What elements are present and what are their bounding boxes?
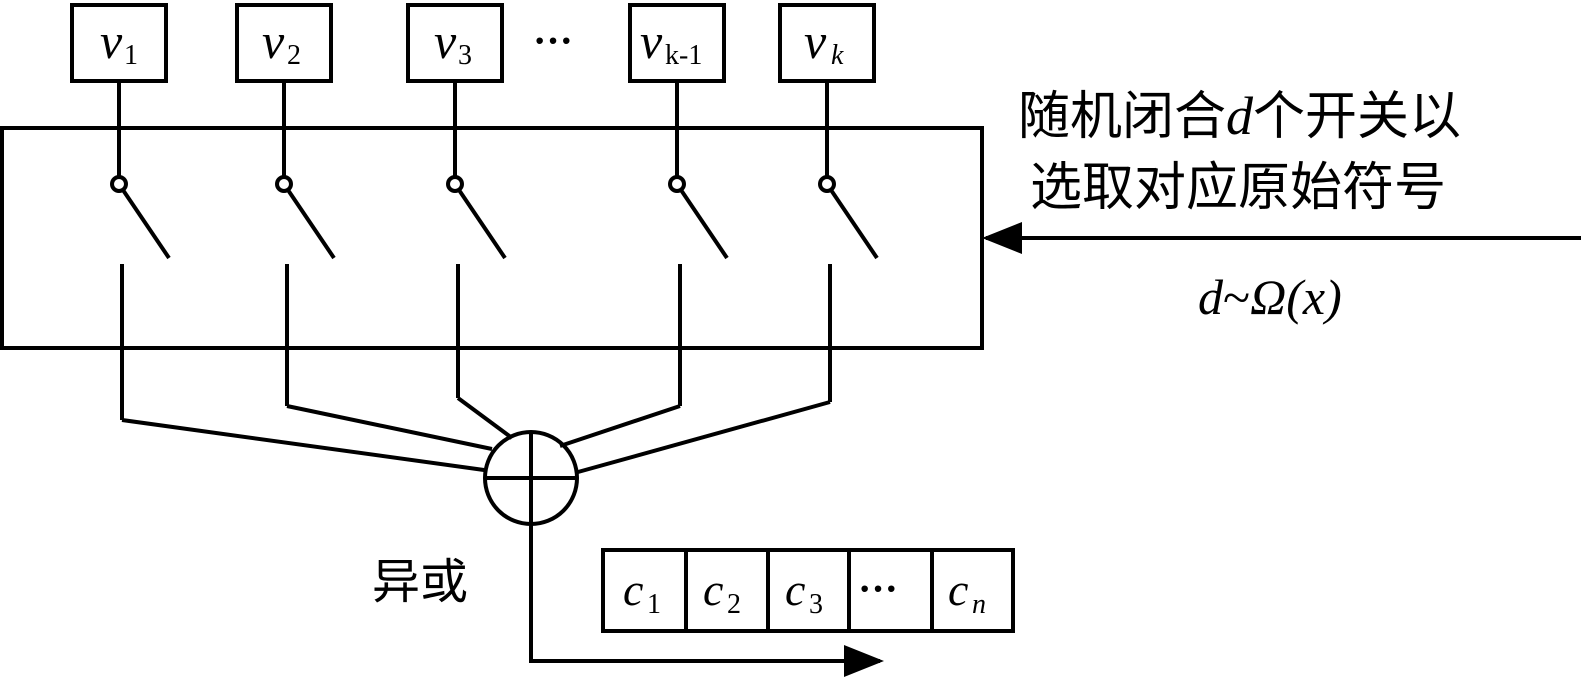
- output-symbol-subscript: 2: [727, 589, 741, 620]
- xor-label: 异或: [372, 554, 468, 610]
- source-symbol-subscript: k-1: [665, 40, 702, 71]
- source-symbol-base: v: [434, 13, 457, 69]
- switch-blade: [457, 188, 507, 260]
- switch-blade: [679, 188, 729, 260]
- switch-blade: [121, 188, 171, 260]
- degree-distribution-label: d~Ω(x): [1198, 269, 1342, 325]
- encoded-output-sequence: c 1 c 2 c 3 ··· c n: [601, 548, 1015, 633]
- output-symbol-base: c: [623, 564, 643, 615]
- output-arrow: [529, 524, 884, 677]
- source-symbol-box-2: v 2: [235, 3, 333, 83]
- source-symbol-base: v: [262, 13, 285, 69]
- switch-blade: [829, 188, 879, 260]
- xor-gate: [483, 430, 579, 526]
- switch-3: [446, 81, 507, 398]
- source-symbol-box-3: v 3: [406, 3, 504, 83]
- switch-k-minus-1: [668, 81, 729, 406]
- source-symbol-subscript: 1: [124, 40, 138, 71]
- switch-pivot: [818, 175, 836, 193]
- source-symbol-base: v: [100, 13, 123, 69]
- xor-input-wires: [121, 396, 831, 474]
- source-symbol-base: v: [640, 13, 663, 69]
- output-symbol-base: c: [948, 564, 968, 615]
- source-symbol-base: v: [804, 13, 827, 69]
- switch-pivot: [110, 175, 128, 193]
- switch-2: [275, 81, 336, 406]
- switch-k: [818, 81, 879, 402]
- source-symbol-box-k: v k: [778, 3, 876, 83]
- output-symbol-subscript: 1: [647, 589, 661, 620]
- source-symbol-subscript: k: [831, 40, 844, 71]
- source-symbol-box-k-minus-1: v k-1: [628, 3, 726, 83]
- source-symbol-subscript: 2: [287, 40, 301, 71]
- switch-pivot: [275, 175, 293, 193]
- instruction-line-2: 选取对应原始符号: [1030, 158, 1446, 218]
- source-ellipsis: ···: [533, 18, 573, 63]
- output-symbol-base: c: [785, 564, 805, 615]
- switch-1: [110, 81, 171, 420]
- source-symbol-box-1: v 1: [70, 3, 168, 83]
- output-symbol-base: c: [703, 564, 723, 615]
- output-symbol-subscript: 3: [809, 589, 823, 620]
- source-symbol-subscript: 3: [458, 40, 472, 71]
- switch-blade: [286, 188, 336, 260]
- output-symbol-subscript: n: [972, 589, 986, 620]
- switch-pivot: [668, 175, 686, 193]
- output-ellipsis: ···: [858, 566, 898, 611]
- instruction-line-1: 随机闭合d个开关以: [1018, 86, 1461, 147]
- switch-pivot: [446, 175, 464, 193]
